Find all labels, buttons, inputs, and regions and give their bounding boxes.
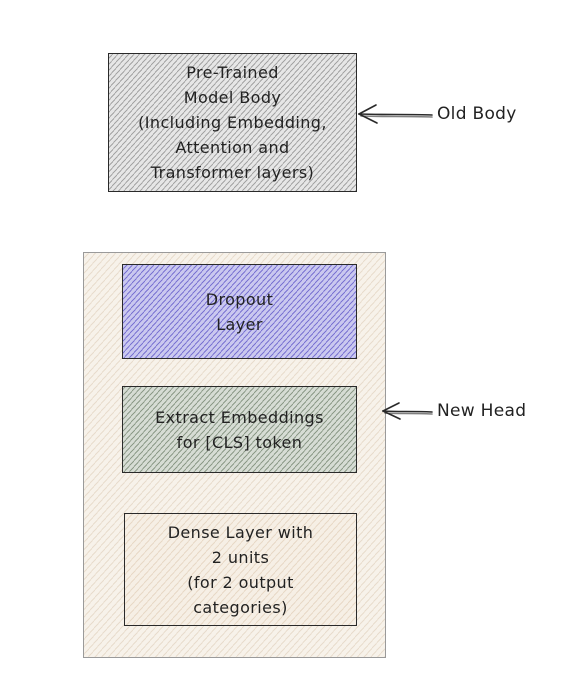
dropout-layer-box: Dropout Layer [122,264,357,359]
dropout-layer-label: Dropout Layer [205,289,274,334]
dense-layer-box: Dense Layer with 2 units (for 2 output c… [124,513,357,626]
dense-layer-label: Dense Layer with 2 units (for 2 output c… [167,522,314,617]
new-head-label: New Head [437,401,527,421]
old-body-label: Old Body [437,104,517,124]
old-body-arrow [358,104,433,124]
extract-embeddings-label: Extract Embeddings for [CLS] token [155,407,324,452]
pretrained-model-body-box: Pre-Trained Model Body (Including Embedd… [108,53,357,192]
pretrained-model-body-label: Pre-Trained Model Body (Including Embedd… [138,63,327,182]
new-head-arrow [382,402,433,420]
extract-embeddings-box: Extract Embeddings for [CLS] token [122,386,357,473]
